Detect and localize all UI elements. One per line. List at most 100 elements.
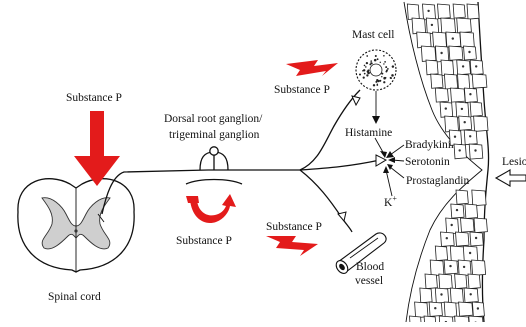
granule bbox=[369, 63, 371, 65]
tg-label: trigeminal ganglion bbox=[169, 129, 260, 141]
cell-nucleus bbox=[470, 293, 472, 295]
cell-nucleus bbox=[469, 93, 471, 95]
tissue-cell bbox=[424, 316, 436, 322]
granule bbox=[375, 55, 377, 57]
cell-nucleus bbox=[440, 52, 442, 54]
tissue-cell bbox=[472, 74, 487, 88]
substance-p-release-arrow: Substance P bbox=[66, 92, 122, 186]
substance-p-top-label: Substance P bbox=[66, 92, 122, 104]
central-canal bbox=[74, 229, 77, 232]
substance-p-mast-label: Substance P bbox=[274, 84, 330, 96]
tissue-cell bbox=[449, 46, 463, 60]
tissue-cell bbox=[438, 4, 451, 19]
granule bbox=[383, 81, 385, 83]
cell-nucleus bbox=[469, 252, 471, 254]
tissue-cell bbox=[467, 4, 479, 19]
tissue-cell bbox=[456, 232, 470, 246]
spinal-cord-label: Spinal cord bbox=[48, 291, 101, 303]
granule bbox=[381, 76, 382, 77]
tissue-cell bbox=[433, 32, 447, 48]
tissue-cell bbox=[460, 32, 474, 48]
cell-nucleus bbox=[446, 237, 448, 239]
tissue-cell bbox=[456, 190, 468, 204]
cell-nucleus bbox=[449, 265, 451, 267]
lesion-indicator: Lesio bbox=[496, 156, 526, 186]
tissue-cell bbox=[470, 102, 482, 116]
vessel-label: vessel bbox=[355, 275, 383, 287]
cell-nucleus bbox=[434, 307, 436, 309]
ganglion-underside bbox=[186, 180, 242, 185]
lesion-label: Lesio bbox=[502, 156, 526, 168]
peripheral-branches bbox=[300, 90, 386, 232]
granule bbox=[359, 73, 361, 75]
tissue-cell bbox=[441, 18, 456, 33]
cell-nucleus bbox=[474, 149, 476, 151]
mast-cell: Mast cell bbox=[352, 29, 396, 124]
cell-nucleus bbox=[475, 65, 477, 67]
lesion-arrow bbox=[496, 170, 526, 186]
granule bbox=[364, 65, 366, 67]
tissue-cell bbox=[468, 274, 480, 289]
substance-p-transport-arrow bbox=[186, 194, 236, 223]
granule bbox=[373, 84, 375, 86]
cell-nucleus bbox=[451, 224, 453, 226]
substance-p-mast-bolt: Substance P bbox=[274, 60, 338, 96]
tissue-cell bbox=[421, 46, 436, 61]
blood-vessel: Blood vessel bbox=[334, 233, 386, 287]
granule bbox=[390, 77, 392, 79]
granule bbox=[385, 77, 387, 79]
granule bbox=[366, 62, 368, 64]
cell-nucleus bbox=[459, 149, 461, 151]
granule bbox=[367, 70, 369, 72]
tissue-cell bbox=[465, 204, 478, 219]
prostaglandin-label: Prostaglandin bbox=[406, 175, 469, 187]
tissue-cell bbox=[461, 218, 475, 232]
tissue-cell bbox=[425, 274, 437, 289]
granule bbox=[364, 73, 366, 75]
k-ion-label: K+ bbox=[384, 194, 397, 209]
histamine-label: Histamine bbox=[345, 127, 392, 139]
granule bbox=[376, 79, 378, 81]
granule bbox=[392, 65, 394, 67]
granule bbox=[384, 61, 386, 63]
cell-nucleus bbox=[427, 10, 429, 12]
cell-nucleus bbox=[456, 209, 458, 211]
granule bbox=[374, 59, 377, 62]
tissue-cell bbox=[420, 288, 432, 303]
cell-nucleus bbox=[462, 65, 464, 67]
cell-nucleus bbox=[464, 121, 466, 123]
tissue-cell bbox=[426, 60, 438, 75]
tissue-cell bbox=[474, 116, 488, 131]
granule bbox=[387, 68, 389, 70]
granule bbox=[377, 84, 379, 86]
tissue-cell bbox=[455, 274, 467, 289]
granule bbox=[366, 55, 368, 57]
substance-p-vessel-label: Substance P bbox=[266, 221, 322, 233]
granule bbox=[383, 63, 384, 64]
tissue-cell bbox=[444, 302, 457, 318]
tissue-cell bbox=[472, 190, 486, 206]
tissue-cell bbox=[435, 246, 447, 261]
tissue-cell bbox=[417, 32, 431, 48]
cell-nucleus bbox=[477, 307, 479, 309]
granule bbox=[383, 55, 385, 57]
tissue-cell bbox=[412, 18, 426, 34]
tissue-cell bbox=[410, 316, 422, 322]
granule bbox=[377, 58, 379, 60]
tissue-cell bbox=[455, 316, 470, 322]
granule bbox=[386, 69, 388, 71]
tissue-cell bbox=[450, 246, 465, 262]
granule bbox=[380, 62, 381, 63]
tissue-cell bbox=[451, 88, 466, 102]
tissue-cell bbox=[445, 116, 459, 132]
tissue-cell bbox=[458, 74, 470, 90]
cell-nucleus bbox=[440, 293, 442, 295]
tissue-cell bbox=[453, 4, 465, 18]
cell-nucleus bbox=[431, 24, 433, 26]
cell-nucleus bbox=[468, 51, 470, 53]
tissue-cell bbox=[415, 302, 428, 318]
tissue-cell bbox=[450, 288, 463, 304]
granule bbox=[366, 74, 368, 76]
granule bbox=[391, 74, 394, 77]
